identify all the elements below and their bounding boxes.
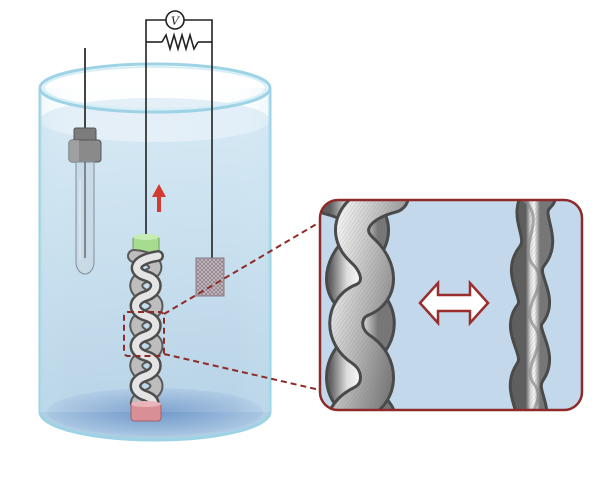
wire-left (145, 19, 166, 250)
mesh-counter-electrode-icon (195, 257, 225, 297)
voltmeter-label: V (171, 15, 180, 28)
detail-panel (318, 198, 584, 412)
coiled-yarn-electrode (127, 234, 164, 422)
twisted-yarn-detail (320, 200, 410, 410)
zoom-line-bottom (163, 353, 321, 391)
beaker-wall (38, 88, 272, 442)
yarn-coil (127, 249, 164, 413)
beaker-rim (38, 62, 272, 114)
beaker-rim-inner (43, 66, 267, 110)
detail-frame (318, 198, 584, 412)
stretched-yarn-detail (508, 200, 557, 410)
reference-electrode-icon (68, 48, 102, 275)
resistor-icon (161, 32, 199, 52)
top-cap-face (133, 234, 159, 240)
zoom-indicator (123, 221, 321, 391)
zoom-source-box (123, 311, 165, 357)
bottom-cap-face (131, 401, 161, 407)
upward-arrow-icon (152, 184, 166, 212)
wire-right (184, 19, 213, 258)
zoom-line-top (163, 221, 321, 315)
external-circuit (145, 19, 213, 258)
double-arrow-icon (418, 279, 490, 327)
voltmeter-icon: V (165, 10, 185, 30)
